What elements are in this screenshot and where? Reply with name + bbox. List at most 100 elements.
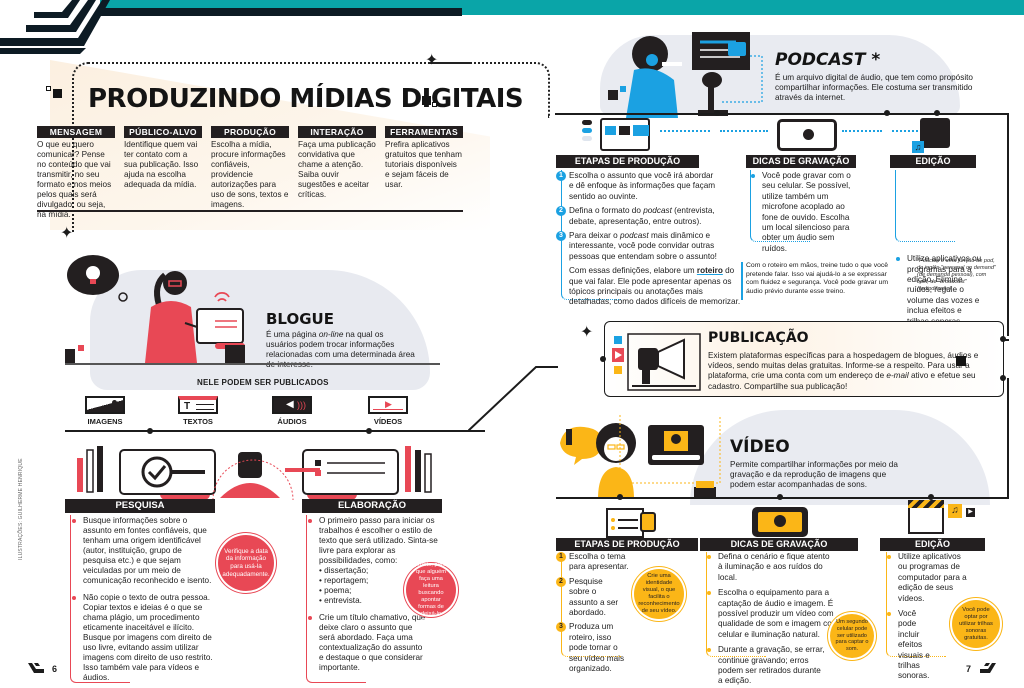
research-paragraph: Não copie o texto de outra pessoa. Copia… xyxy=(72,593,215,683)
divider xyxy=(65,363,440,365)
research-paragraph: Busque informações sobre o assunto em fo… xyxy=(72,516,215,586)
drafting-paragraph: Crie um título chamativo, que deixe clar… xyxy=(308,613,426,673)
video-editing-tips: Utilize aplicativos ou programas de comp… xyxy=(887,552,970,687)
section-connector-line xyxy=(750,170,810,242)
decor-square xyxy=(53,89,62,98)
illustration-credit: ILUSTRAÇÕES: GUILHERME HENRIQUE xyxy=(18,458,24,560)
tip-item: Utilize aplicativos ou programas de comp… xyxy=(887,552,970,604)
section-header-research: PESQUISA xyxy=(65,499,215,513)
pillar-text: Faça uma publicação convidativa que cham… xyxy=(298,140,376,199)
timeline-node xyxy=(934,110,940,116)
blog-title: BLOGUE xyxy=(266,310,334,328)
timeline-node xyxy=(1000,336,1006,342)
pillar-text: O que eu quero comunicar? Pense no conte… xyxy=(37,140,112,219)
page-title: PRODUZINDO MÍDIAS DIGITAIS xyxy=(88,84,524,114)
timeline-node xyxy=(617,494,623,500)
timeline-connector xyxy=(468,366,558,432)
timeline-line xyxy=(65,430,485,432)
media-label: VÍDEOS xyxy=(373,417,403,426)
phone-recorder-icon xyxy=(777,119,837,151)
search-icon xyxy=(640,512,656,532)
audio-editor-icon xyxy=(920,118,950,148)
media-label: TEXTOS xyxy=(183,417,213,426)
step-text: Escolha o tema para apresentar. xyxy=(569,552,629,572)
chevron-logo-icon xyxy=(28,663,44,673)
step-number: 2 xyxy=(556,206,566,217)
sound-wave-icon xyxy=(892,130,922,132)
list-item: • dissertação; xyxy=(319,566,369,575)
tip-bubble-video-editing: Você pode optar por utilizar trilhas son… xyxy=(952,600,1000,648)
text: ativo e efetue seu cadastro. Compartilhe… xyxy=(708,371,976,391)
publication-text: Existem plataformas específicas para a h… xyxy=(708,351,1002,392)
decor-square-outline xyxy=(432,102,437,107)
timeline-line xyxy=(1004,339,1009,341)
video-background-shape xyxy=(690,410,990,505)
music-note-icon: ♫ xyxy=(912,141,924,153)
section-connector-line xyxy=(561,552,621,657)
section-connector-line xyxy=(895,170,955,242)
toggle-switches-icon xyxy=(582,120,592,146)
section-connector-line xyxy=(886,552,946,657)
video-icon: ▶ xyxy=(368,396,408,414)
list-item: • reportagem; xyxy=(319,576,369,585)
play-icon: ▶ xyxy=(966,508,975,517)
audio-icon: ◀))) xyxy=(272,396,312,414)
pillars-row: MENSAGEM O que eu quero comunicar? Pense… xyxy=(37,126,463,220)
publish-types-title: NELE PODEM SER PUBLICADOS xyxy=(197,378,329,387)
script-paragraph: Com essas definições, elabore um roteiro… xyxy=(556,266,746,308)
text: É uma página xyxy=(266,330,319,339)
text: do que vai falar. Ele pode apresentar ap… xyxy=(569,266,741,307)
dotted-connector xyxy=(72,62,472,232)
rehearse-note: Com o roteiro em mãos, treine tudo o que… xyxy=(746,262,889,295)
tip-bubble-research: Verifique a data da informação para usá-… xyxy=(218,535,274,591)
video-creator-illustration-icon xyxy=(560,415,721,499)
text: Existem plataformas específicas para a h… xyxy=(708,351,979,381)
drafting-intro: O primeiro passo para iniciar os trabalh… xyxy=(308,516,446,566)
video-title: VÍDEO xyxy=(730,437,790,457)
pillar-ferramentas: FERRAMENTAS Prefira aplicativos gratuito… xyxy=(385,126,463,220)
clapperboard-icon xyxy=(908,500,944,534)
section-header-drafting: ELABORAÇÃO xyxy=(302,499,442,513)
text: Com essas definições, elabore um xyxy=(569,266,697,276)
sound-wave-icon xyxy=(660,130,710,132)
decor-square-outline xyxy=(46,86,51,91)
pillar-mensagem: MENSAGEM O que eu quero comunicar? Pense… xyxy=(37,126,115,220)
blogger-illustration-icon xyxy=(65,255,245,363)
list-item: • entrevista. xyxy=(319,596,362,605)
divider xyxy=(37,210,463,212)
section-header-podcast-recording: DICAS DE GRAVAÇÃO xyxy=(746,155,856,168)
megaphone-illustration-icon xyxy=(612,333,701,391)
text-bold: roteiro xyxy=(696,266,723,276)
dotted-connector-right xyxy=(430,62,550,118)
decor-square xyxy=(956,356,966,366)
pillar-label: MENSAGEM xyxy=(37,126,115,138)
timeline-node xyxy=(928,494,934,500)
tip-bubble-video-recording: Um segundo celular pode ser utilizado pa… xyxy=(830,614,874,658)
page-number-right: 7 xyxy=(966,664,972,674)
sparkle-icon: ✦ xyxy=(60,225,74,242)
chevron-stripes-logo-icon xyxy=(0,0,110,54)
section-header-podcast-production: ETAPAS DE PRODUÇÃO xyxy=(556,155,699,168)
header-band-dark xyxy=(100,8,462,16)
publication-title: PUBLICAÇÃO xyxy=(708,330,809,346)
sound-wave-icon xyxy=(842,130,882,132)
image-icon xyxy=(85,396,125,414)
section-connector-line xyxy=(306,515,366,683)
timeline-node xyxy=(147,428,153,434)
step-number: 1 xyxy=(556,171,566,181)
pillar-text: Identifique quem vai ter contato com a s… xyxy=(124,140,199,189)
text: Defina o formato do xyxy=(569,206,644,216)
tip-item: Defina o cenário e fique atento à ilumin… xyxy=(707,552,830,583)
tip-bubble-video-production: Crie uma identidade visual, o que facili… xyxy=(634,569,684,619)
podcast-description: É um arquivo digital de áudio, que tem c… xyxy=(775,73,973,102)
podcast-footnote: *Podcast é uma junção de pod, do inglês … xyxy=(917,258,996,292)
podcaster-illustration-icon xyxy=(608,32,763,118)
text: Para deixar o xyxy=(569,231,620,241)
text: (entrevista, debate, apresentação, entre… xyxy=(569,206,715,226)
section-connector-line xyxy=(706,552,766,657)
